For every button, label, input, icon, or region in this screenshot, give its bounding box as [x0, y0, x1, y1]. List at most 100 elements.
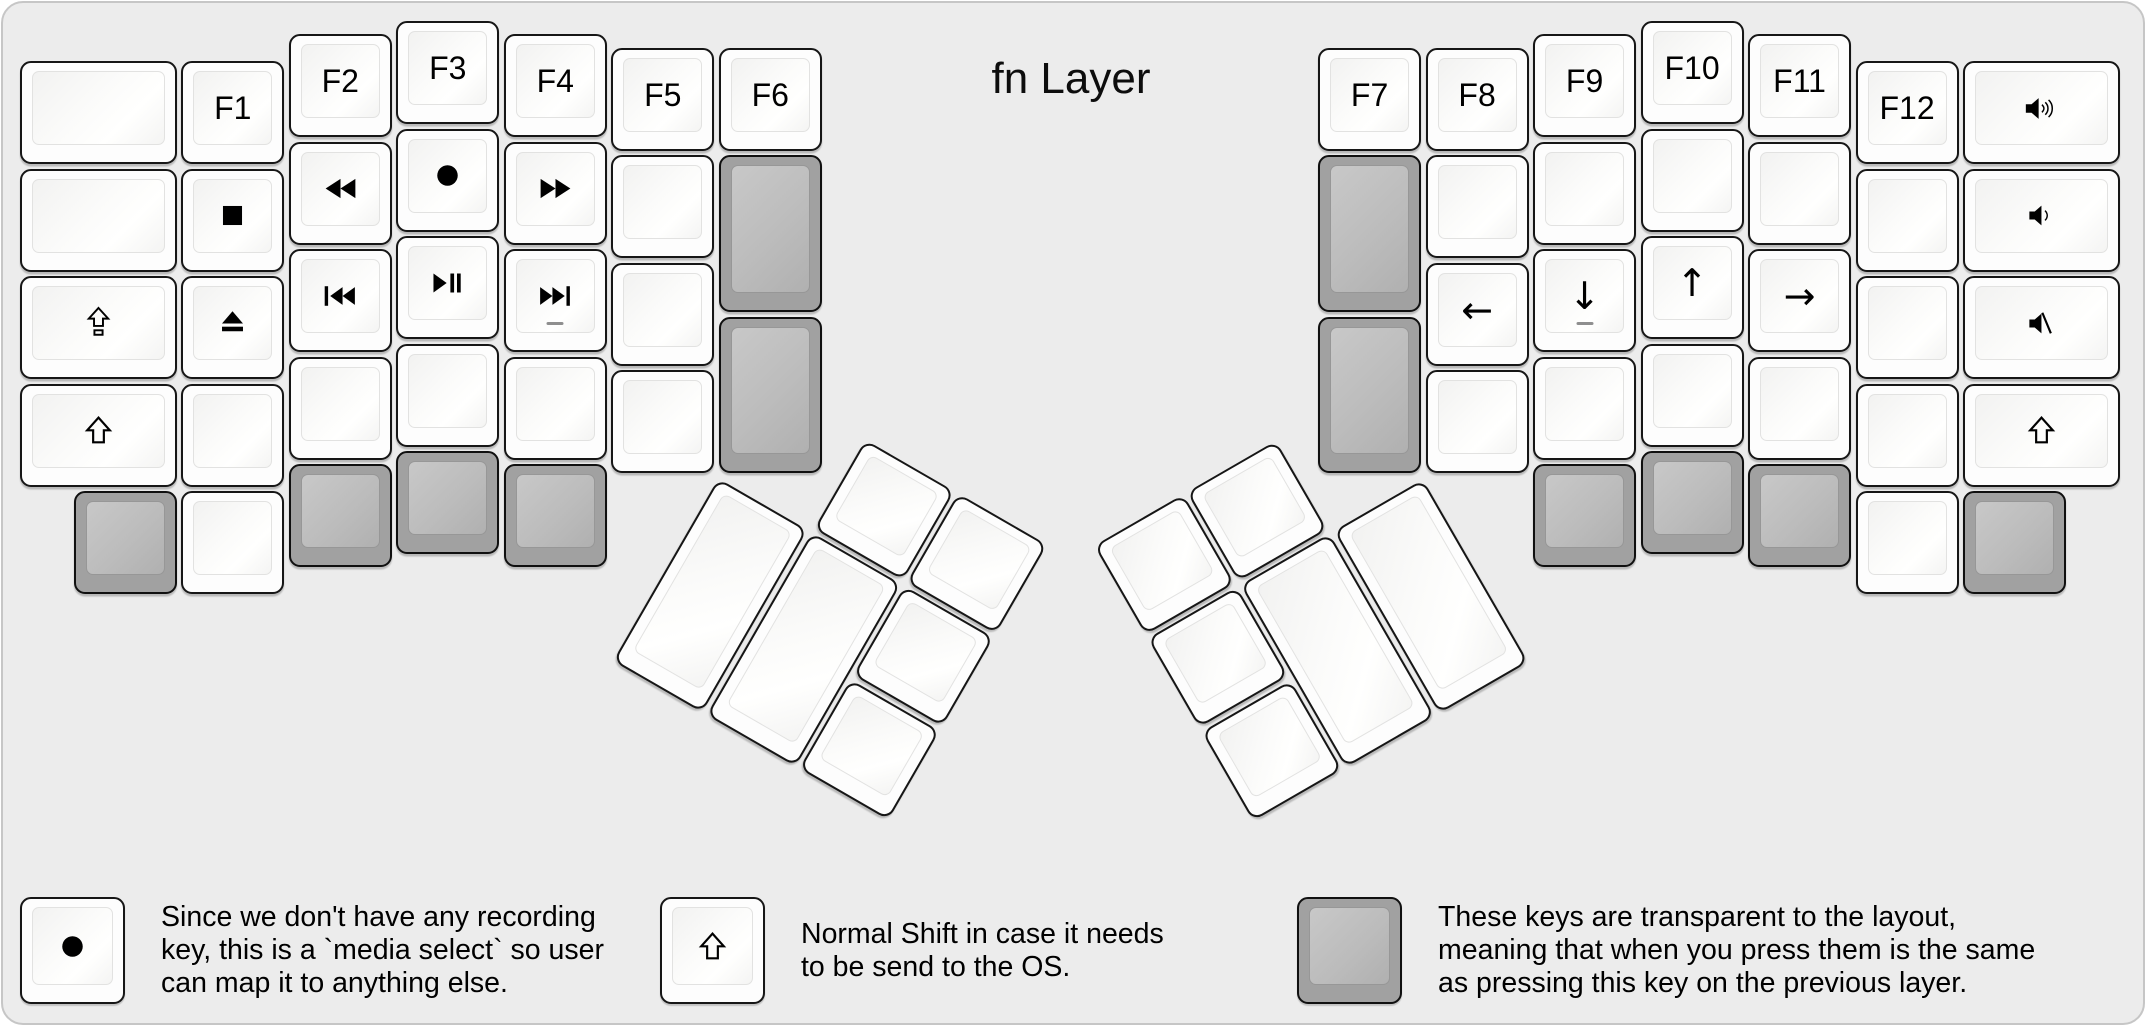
keycap-top: F2 — [300, 44, 380, 119]
key-f4[interactable]: F4 — [503, 34, 607, 138]
keycap-top — [1867, 501, 1947, 576]
keycap-top — [1867, 178, 1947, 253]
keycap-top — [32, 286, 165, 361]
key-f12[interactable]: F12 — [1855, 61, 1959, 165]
key-arrow-left[interactable]: ← — [1425, 262, 1529, 366]
caps-shift-icon — [82, 305, 115, 342]
key-f1[interactable]: F1 — [181, 61, 285, 165]
key-play-pause[interactable] — [396, 236, 500, 339]
keycap-top: F11 — [1760, 44, 1840, 119]
key-shift-left[interactable] — [20, 383, 177, 487]
key-arrow-up[interactable]: ↑ — [1640, 236, 1744, 339]
key-transparent-l-bottom[interactable] — [73, 491, 177, 595]
key-f11[interactable]: F11 — [1748, 34, 1852, 138]
key-volume-down[interactable] — [1963, 168, 2120, 272]
key-f5[interactable]: F5 — [611, 47, 715, 151]
legend-line: Since we don't have any recording — [161, 901, 596, 933]
key-blank-r-c2-r2[interactable] — [1533, 141, 1637, 245]
key-blank-l-c2-r4[interactable] — [288, 356, 392, 460]
key-skip-forward[interactable] — [503, 249, 607, 353]
key-blank-l-c5-r4[interactable] — [611, 370, 715, 474]
key-shift-right[interactable] — [1963, 383, 2120, 487]
keycap-top: F6 — [730, 57, 810, 132]
keycap-top — [672, 907, 753, 985]
key-blank-r-c5-r2[interactable] — [1855, 168, 1959, 272]
key-blank-r-c4-r2[interactable] — [1748, 141, 1852, 245]
key-blank-l-c1-r4[interactable] — [181, 383, 285, 487]
keycap-top — [1309, 907, 1390, 985]
key-transparent-l-c2[interactable] — [288, 464, 392, 568]
legend-transparent-key[interactable] — [1297, 897, 1402, 1004]
key-transparent-r-c0-b[interactable] — [1318, 316, 1422, 474]
key-blank-r-c5-r3[interactable] — [1855, 276, 1959, 380]
key-transparent-l-c6-b[interactable] — [718, 316, 822, 474]
legend-transparent: These keys are transparent to the layout… — [1297, 897, 2035, 1004]
keycap-top — [515, 259, 595, 334]
key-rewind[interactable] — [288, 141, 392, 245]
legend-record-key[interactable] — [20, 897, 125, 1004]
key-f8[interactable]: F8 — [1425, 47, 1529, 151]
homing-bar — [546, 322, 564, 326]
key-f3[interactable]: F3 — [396, 21, 500, 124]
key-blank-r-c3-r4[interactable] — [1640, 343, 1744, 447]
shift-icon — [695, 929, 730, 964]
key-blank-r-c1-r4[interactable] — [1425, 370, 1529, 474]
key-mute[interactable] — [1963, 276, 2120, 380]
key-f9[interactable]: F9 — [1533, 34, 1637, 138]
key-blank-l-c0-r2[interactable] — [20, 168, 177, 272]
key-arrow-right[interactable]: → — [1748, 249, 1852, 353]
key-eject[interactable] — [181, 276, 285, 380]
key-transparent-r-bottom[interactable] — [1963, 491, 2067, 595]
keycap-top — [408, 246, 488, 320]
key-stop[interactable] — [181, 168, 285, 272]
fast-forward-icon — [538, 176, 573, 201]
key-label: F5 — [644, 76, 682, 113]
key-volume-up[interactable] — [1963, 61, 2120, 165]
key-transparent-r-c4[interactable] — [1748, 464, 1852, 568]
key-f2[interactable]: F2 — [288, 34, 392, 138]
key-blank-r-c2-r4[interactable] — [1533, 356, 1637, 460]
key-blank-l-c5-r2[interactable] — [611, 155, 715, 259]
key-f7[interactable]: F7 — [1318, 47, 1422, 151]
key-blank-l-c5-r3[interactable] — [611, 262, 715, 366]
key-transparent-l-c3[interactable] — [396, 451, 500, 554]
keycap-top — [1437, 380, 1517, 455]
key-blank-r-bottom[interactable] — [1855, 491, 1959, 595]
keycap-top: F10 — [1652, 31, 1732, 105]
shift-icon — [81, 413, 116, 448]
key-arrow-down[interactable]: ↓ — [1533, 249, 1637, 353]
keycap-top: F8 — [1437, 57, 1517, 132]
keycap-top — [300, 474, 380, 549]
keycap-top — [1545, 366, 1625, 441]
keycap-top — [1975, 71, 2108, 146]
legend-line: These keys are transparent to the layout… — [1438, 901, 1957, 933]
key-transparent-r-c3[interactable] — [1640, 451, 1744, 554]
keycap-top — [1652, 138, 1732, 213]
key-skip-back[interactable] — [288, 249, 392, 353]
key-transparent-l-c6-a[interactable] — [718, 155, 822, 313]
legend-shift-key[interactable] — [660, 897, 765, 1004]
keycap-top — [1760, 474, 1840, 549]
key-fast-forward[interactable] — [503, 141, 607, 245]
key-blank-r-c4-r4[interactable] — [1748, 356, 1852, 460]
key-blank-r-c1-r2[interactable] — [1425, 155, 1529, 259]
key-transparent-r-c0-a[interactable] — [1318, 155, 1422, 313]
key-transparent-l-c4[interactable] — [503, 464, 607, 568]
key-f6[interactable]: F6 — [718, 47, 822, 151]
key-record[interactable] — [396, 128, 500, 232]
key-blank-l-c4-r4[interactable] — [503, 356, 607, 460]
rewind-icon — [323, 176, 358, 201]
key-blank-r-c5-r4[interactable] — [1855, 383, 1959, 487]
key-blank-l-c3-r4[interactable] — [396, 343, 500, 447]
key-f10[interactable]: F10 — [1640, 21, 1744, 124]
key-blank-r-c3-r2[interactable] — [1640, 128, 1744, 232]
keycap-top — [32, 393, 165, 468]
key-caps-shift[interactable] — [20, 276, 177, 380]
keycap-top — [730, 326, 810, 455]
key-transparent-r-c2[interactable] — [1533, 464, 1637, 568]
key-blank-l-bottom[interactable] — [181, 491, 285, 595]
key-blank-l-c0-r1[interactable] — [20, 61, 177, 165]
